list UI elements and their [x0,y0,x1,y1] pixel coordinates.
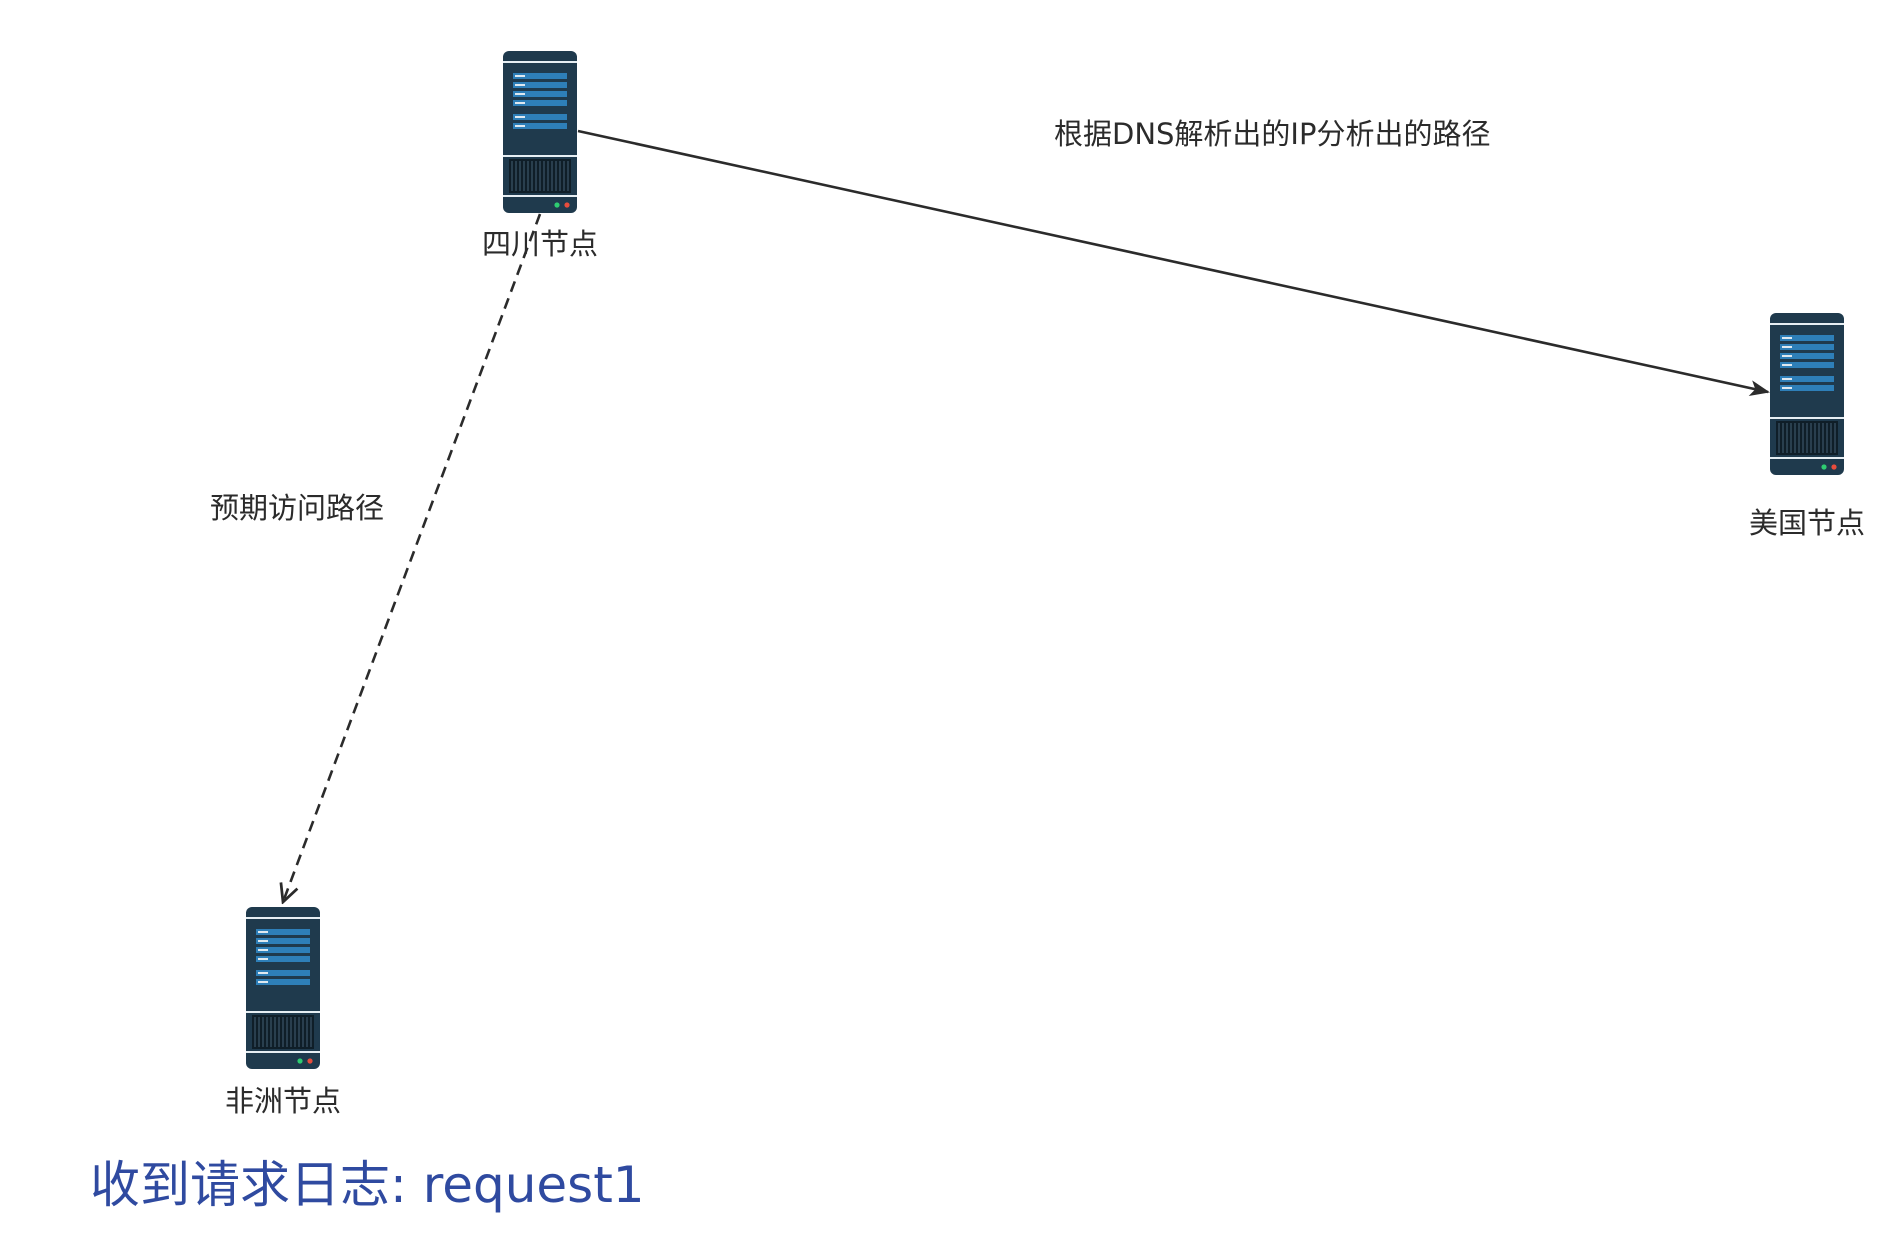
dns-path-label: 根据DNS解析出的IP分析出的路径 [1054,117,1490,151]
sichuan-node-label: 四川节点 [482,227,598,261]
usa-node[interactable]: 美国节点 [1749,312,1865,540]
server-icon [502,50,578,214]
usa-node-label: 美国节点 [1749,506,1865,540]
dns-path-edge [577,129,1770,396]
expected-path-edge [283,213,542,902]
request-log-text: 收到请求日志: request1 [90,1156,645,1214]
sichuan-node[interactable]: 四川节点 [482,50,598,261]
server-icon [245,906,321,1070]
server-icon [1769,312,1845,476]
africa-node[interactable]: 非洲节点 [225,906,341,1118]
expected-path-label: 预期访问路径 [210,491,384,525]
africa-node-label: 非洲节点 [225,1084,341,1118]
